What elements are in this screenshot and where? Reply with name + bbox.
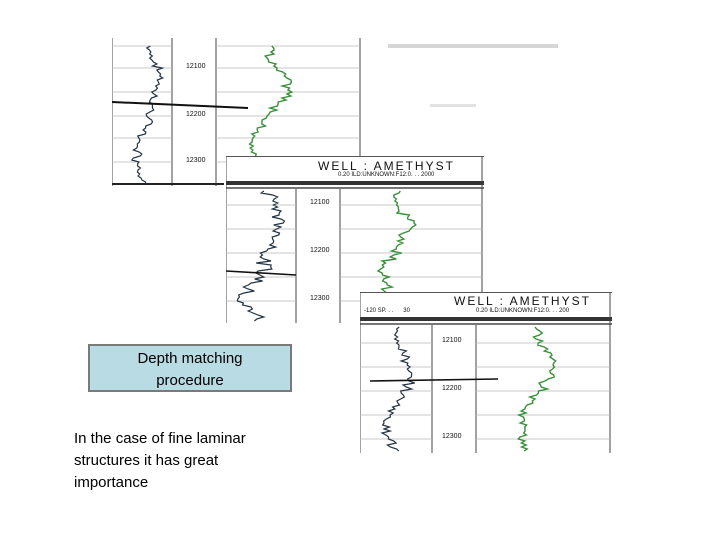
depth-label: 12300 <box>310 295 330 302</box>
header-band <box>360 323 612 325</box>
correlation-line <box>369 378 499 382</box>
header-band <box>360 317 612 321</box>
correlation-line <box>226 270 297 276</box>
well-title: WELL : AMETHYST <box>454 294 591 308</box>
caption-text: In the case of fine laminar structures i… <box>74 428 324 494</box>
depth-label: 12100 <box>186 63 206 70</box>
depth-matching-callout: Depth matching procedure <box>88 344 292 392</box>
well-log-panel-3: WELL : AMETHYST -120 SP. . . 30 0.20 ILD… <box>360 292 612 453</box>
log-subtitle: 0.20 ILD:UNKNOWN:F12:0. . . 2000 <box>338 172 435 178</box>
callout-line: procedure <box>156 372 224 389</box>
well-title: WELL : AMETHYST <box>318 159 455 173</box>
depth-label: 12300 <box>442 433 462 440</box>
depth-label: 12200 <box>310 247 330 254</box>
depth-label: 12200 <box>186 111 206 118</box>
well-log-chart-2 <box>226 157 484 323</box>
well-log-chart-3 <box>360 293 612 453</box>
depth-label: 12200 <box>442 385 462 392</box>
callout-line: Depth matching <box>137 350 243 367</box>
resistivity-curve <box>516 326 557 452</box>
correlation-line <box>112 101 249 109</box>
sp-header: -120 SP. . . 30 <box>364 308 410 314</box>
well-log-chart-1 <box>112 38 361 186</box>
depth-label: 12300 <box>186 157 206 164</box>
caption-line: In the case of fine laminar <box>74 430 246 447</box>
caption-line: structures it has great <box>74 452 219 469</box>
depth-label: 12100 <box>310 199 330 206</box>
log-subtitle: 0.20 ILD:UNKNOWN:F12:0. . . 200 <box>476 308 570 314</box>
faded-header-text <box>430 104 476 107</box>
header-band <box>226 187 484 189</box>
resistivity-curve <box>248 45 294 169</box>
header-band <box>226 181 484 185</box>
well-log-panel-2: WELL : AMETHYST 0.20 ILD:UNKNOWN:F12:0. … <box>226 156 484 323</box>
caption-line: importance <box>74 474 149 491</box>
faded-header-text <box>388 44 558 48</box>
sp-curve <box>380 326 415 452</box>
depth-label: 12100 <box>442 337 462 344</box>
sp-curve <box>130 45 165 185</box>
sp-curve <box>236 190 286 322</box>
